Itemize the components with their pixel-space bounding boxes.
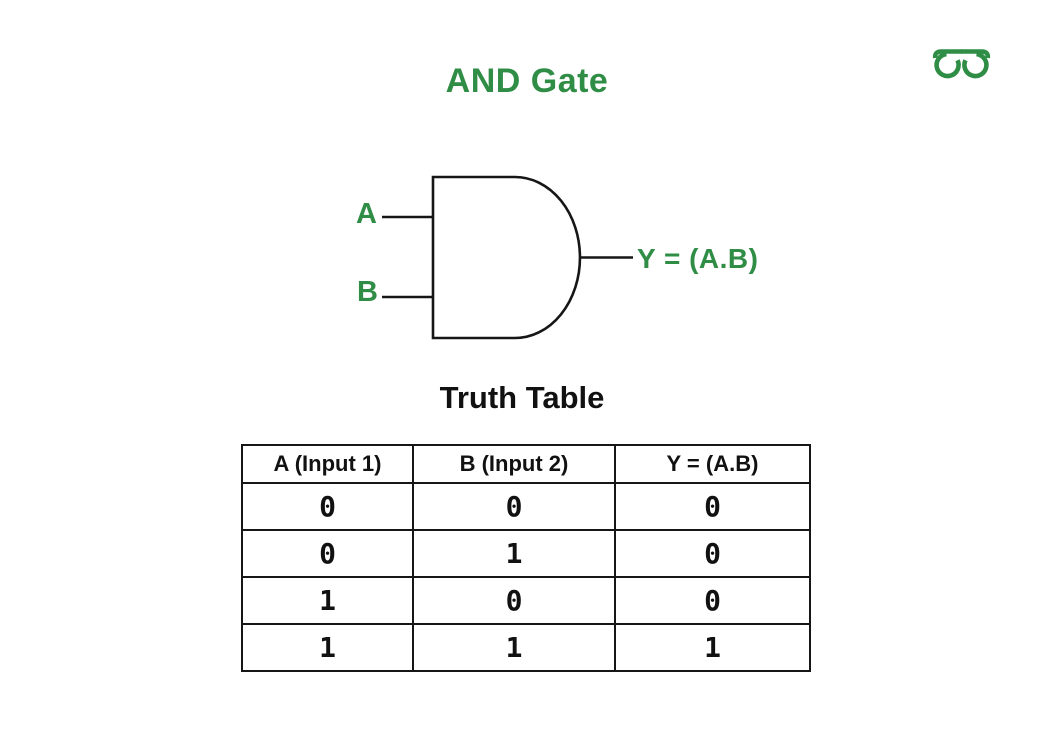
table-header-cell-b: B (Input 2) [412,444,616,484]
table-cell: 0 [412,576,616,625]
table-cell: 1 [241,623,414,672]
page-title: AND Gate [445,62,609,100]
table-row: 0 1 0 [241,529,811,578]
table-header-cell-y: Y = (A.B) [614,444,811,484]
table-cell: 0 [614,576,811,625]
table-cell: 0 [241,529,414,578]
table-cell: 1 [241,576,414,625]
table-cell: 0 [614,482,811,531]
and-gate-body [431,175,582,340]
table-cell: 1 [412,623,616,672]
table-header-cell-a: A (Input 1) [241,444,414,484]
truth-table: A (Input 1) B (Input 2) Y = (A.B) 0 0 0 … [241,444,811,672]
geeksforgeeks-logo-icon [932,49,991,79]
table-row: 1 1 1 [241,623,811,672]
and-gate-schematic [382,175,633,340]
table-cell: 0 [412,482,616,531]
table-cell: 0 [614,529,811,578]
output-label: Y = (A.B) [637,243,759,274]
table-row: 1 0 0 [241,576,811,625]
table-cell: 1 [614,623,811,672]
table-row: 0 0 0 [241,482,811,531]
truth-table-heading: Truth Table [439,380,605,415]
input-a-label: A [356,198,377,230]
input-b-label: B [357,276,378,308]
table-header-row: A (Input 1) B (Input 2) Y = (A.B) [241,444,811,484]
table-cell: 1 [412,529,616,578]
table-cell: 0 [241,482,414,531]
